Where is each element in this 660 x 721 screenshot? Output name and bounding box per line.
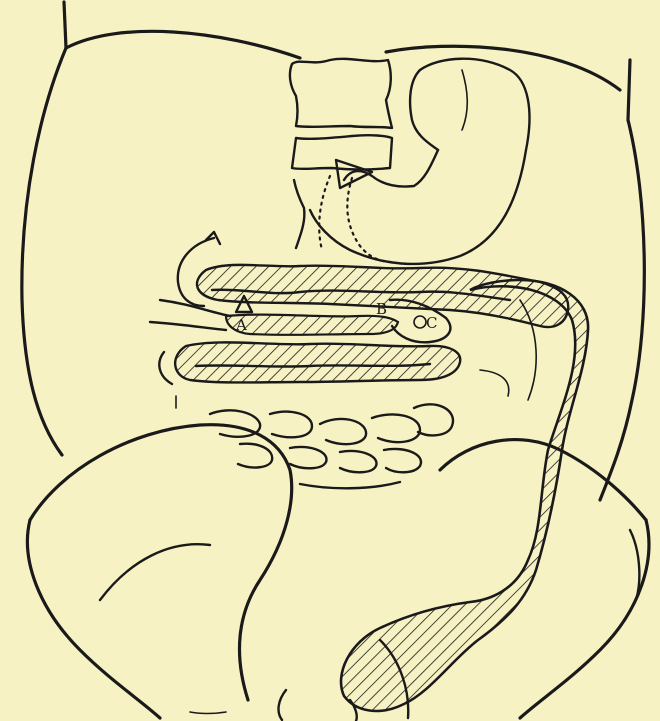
colon-lower-loop	[175, 342, 460, 382]
small-intestine	[210, 404, 453, 488]
vertebra	[290, 59, 392, 248]
label-c: C	[426, 314, 437, 332]
pylorus-circle-icon	[414, 316, 426, 328]
trunk-outline	[22, 2, 644, 500]
label-a: A	[235, 316, 247, 334]
dotted-path	[319, 160, 394, 262]
flow-arrow-icon	[336, 160, 372, 188]
label-b: B	[376, 300, 387, 318]
